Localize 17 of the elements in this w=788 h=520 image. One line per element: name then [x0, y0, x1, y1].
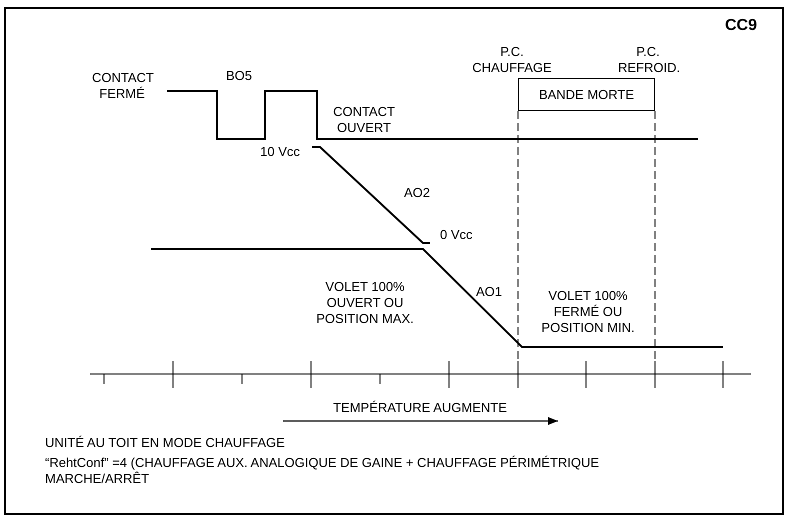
voltage-label: 10 Vcc	[259, 144, 301, 160]
damper-state-label: VOLET 100% OUVERT OU POSITION MAX.	[315, 279, 415, 327]
signal-state-label: CONTACT FERMÉ	[92, 70, 152, 102]
signal-name: AO1	[474, 284, 503, 300]
setpoint-label: P.C. REFROID.	[618, 44, 678, 76]
axis-title: TEMPÉRATURE AUGMENTE	[332, 400, 508, 416]
setpoint-label: P.C. CHAUFFAGE	[472, 44, 552, 76]
signal-name: AO2	[402, 185, 431, 201]
damper-state-label: VOLET 100% FERMÉ OU POSITION MIN.	[540, 288, 636, 336]
diagram-id: CC9	[724, 18, 758, 34]
note-text: UNITÉ AU TOIT EN MODE CHAUFFAGE	[45, 435, 286, 451]
voltage-label: 0 Vcc	[440, 227, 474, 243]
signal-state-label: CONTACT OUVERT	[332, 104, 396, 136]
dead-band-box	[518, 78, 655, 111]
signal-name: BO5	[224, 68, 253, 84]
box-label: BANDE MORTE	[538, 87, 634, 102]
note-text: “RehtConf” =4 (CHAUFFAGE AUX. ANALOGIQUE DE GAINE + CHAUFFAGE PÉRIMÉTRIQUE MARCHE/ARRÊT	[45, 455, 600, 487]
